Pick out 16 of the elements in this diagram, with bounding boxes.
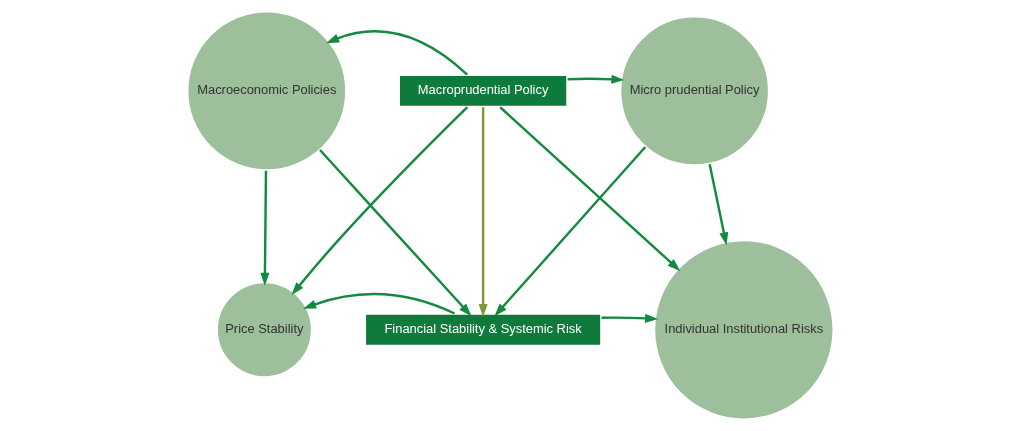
arrow <box>291 106 469 296</box>
node-circle: Micro prudential Policy <box>618 15 771 167</box>
node-circle: Macroeconomic Policies <box>186 10 348 172</box>
arrow <box>567 74 625 84</box>
node-circle: Individual Institutional Risks <box>652 238 835 421</box>
node-box: Macroprudential Policy <box>397 73 569 109</box>
arrow <box>260 170 270 286</box>
arrow <box>319 149 472 317</box>
arrow <box>601 313 658 323</box>
arrow <box>478 107 488 317</box>
arrow <box>494 146 647 317</box>
arrow <box>499 106 681 272</box>
arrow <box>708 163 729 246</box>
node-box: Financial Stability & Systemic Risk <box>363 312 603 348</box>
arrow <box>303 292 455 315</box>
arrow <box>326 30 469 76</box>
